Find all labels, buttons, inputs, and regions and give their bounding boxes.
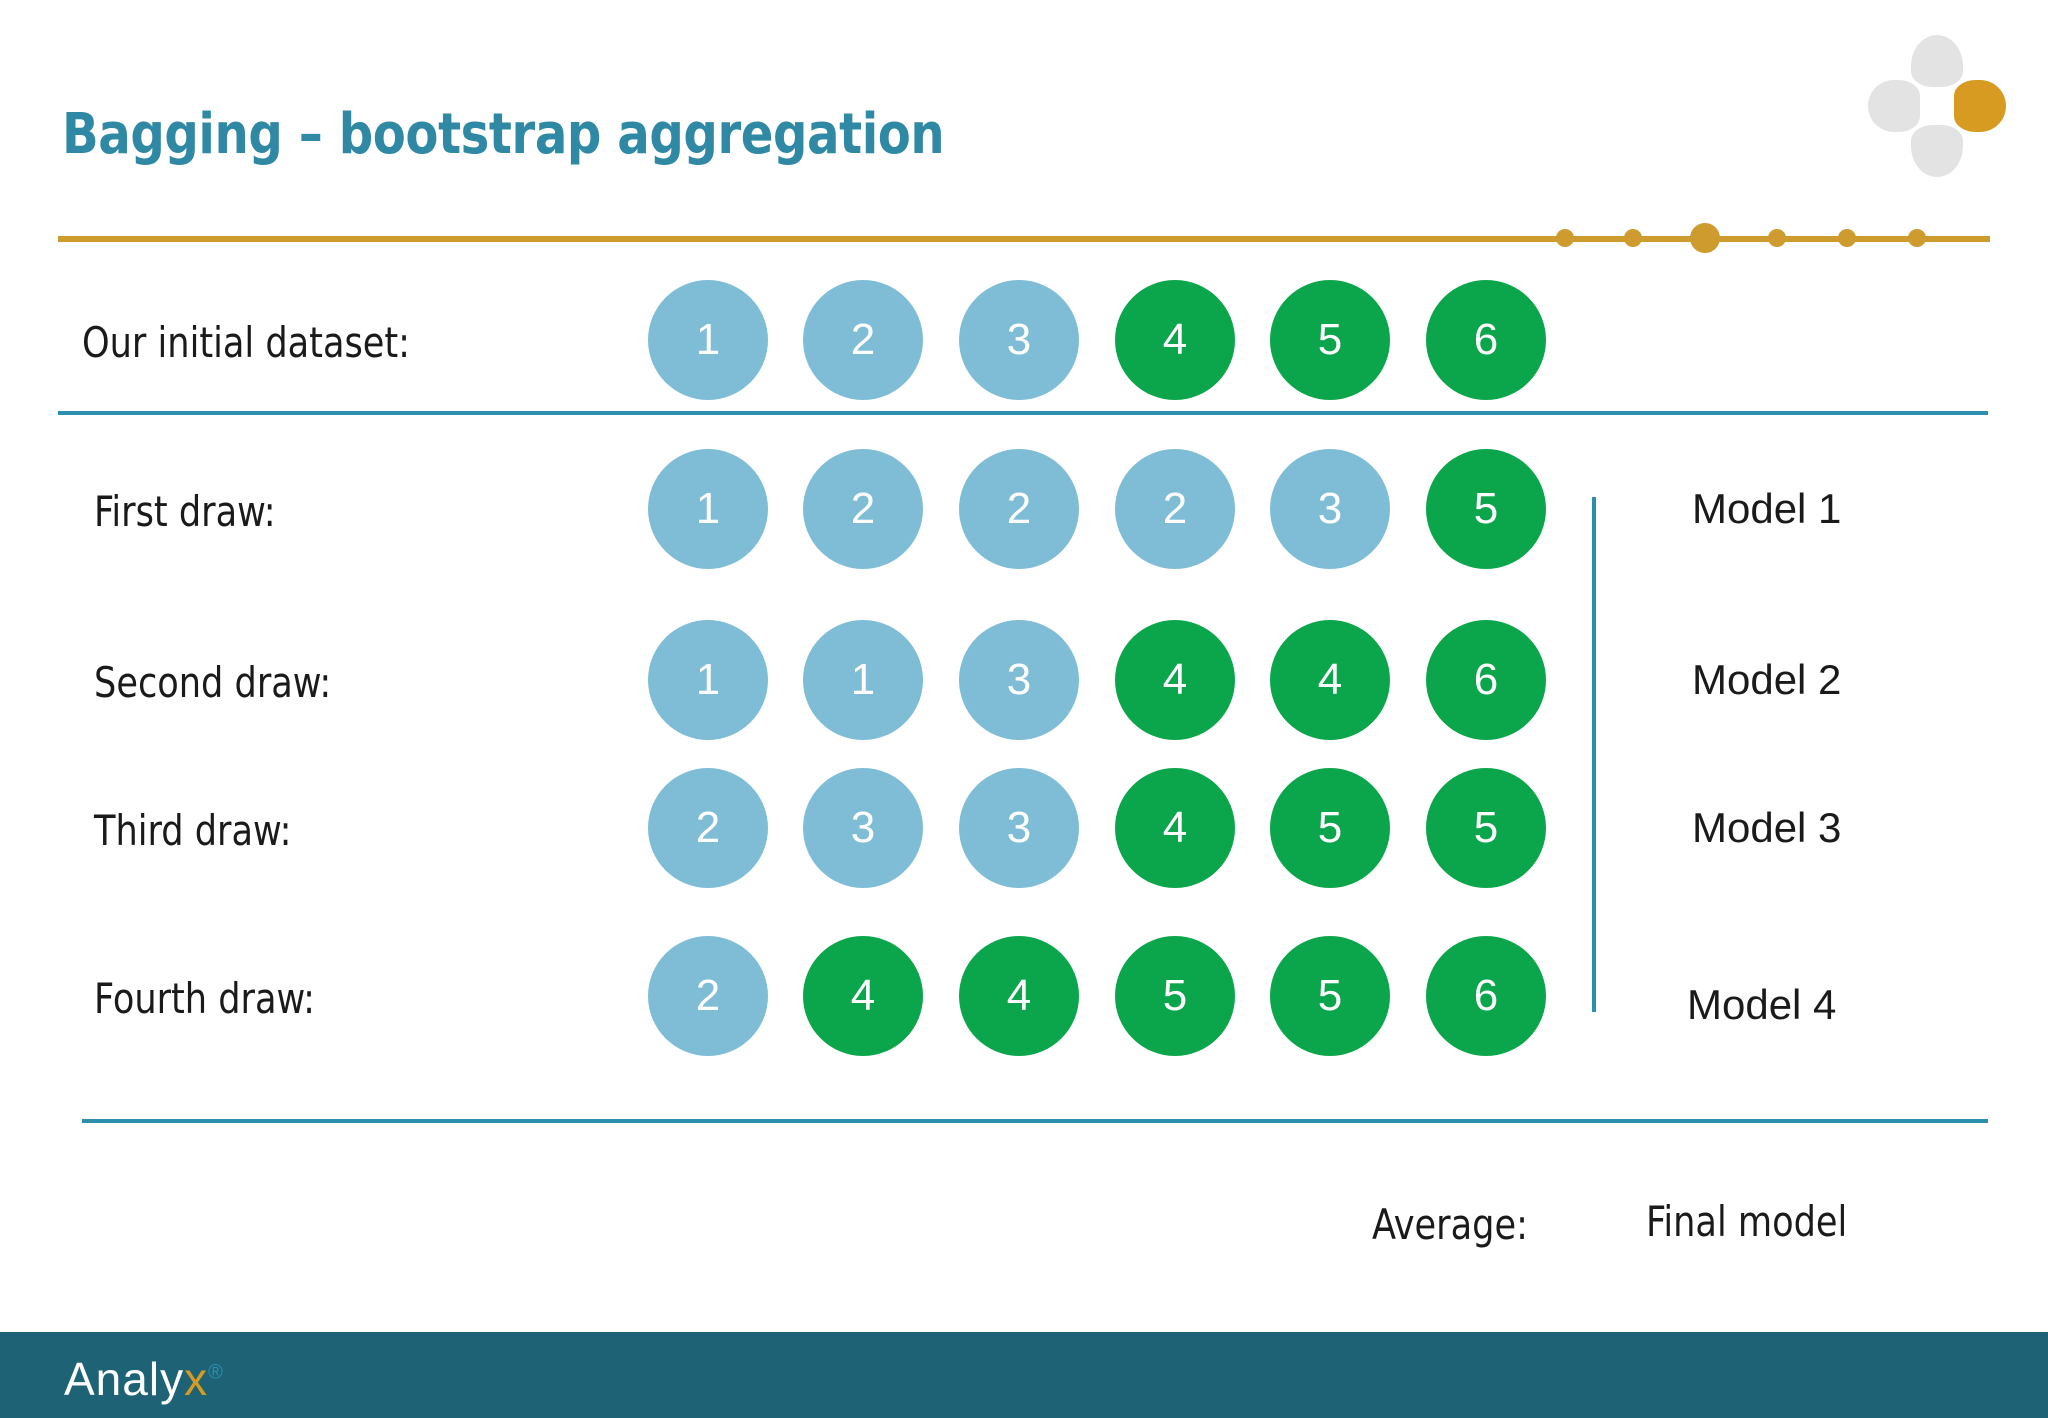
sample-ball: 4: [1115, 620, 1235, 740]
registered-icon: ®: [208, 1361, 223, 1384]
sample-ball: 6: [1426, 936, 1546, 1056]
model-label-2: Model 2: [1692, 656, 1842, 703]
divider-rule-bottom: [82, 1119, 1988, 1123]
average-label: Average:: [1372, 1200, 1528, 1249]
brand-logo-text: Analy: [64, 1353, 185, 1405]
sample-ball: 5: [1270, 280, 1390, 400]
gold-dot-1: [1556, 229, 1574, 247]
sample-ball: 2: [648, 768, 768, 888]
row-label-5: Fourth draw:: [94, 974, 315, 1023]
page-title: Bagging – bootstrap aggregation: [62, 102, 945, 167]
footer-bar: [0, 1332, 2048, 1418]
sample-ball: 4: [1115, 280, 1235, 400]
row-label-3: Second draw:: [94, 658, 332, 707]
petal-right-icon: [1954, 80, 2006, 132]
petal-logo: [1862, 30, 2012, 180]
petal-bottom-icon: [1911, 125, 1963, 177]
brand-logo-accent: x: [184, 1353, 209, 1405]
sample-ball: 5: [1270, 768, 1390, 888]
sample-ball: 3: [803, 768, 923, 888]
gold-dot-4: [1768, 229, 1786, 247]
gold-dot-5: [1838, 229, 1856, 247]
gold-dot-2: [1624, 229, 1642, 247]
sample-ball: 6: [1426, 620, 1546, 740]
petal-left-icon: [1868, 80, 1920, 132]
sample-ball: 3: [959, 768, 1079, 888]
gold-dot-6: [1908, 229, 1926, 247]
sample-ball: 2: [803, 280, 923, 400]
sample-ball: 2: [648, 936, 768, 1056]
sample-ball: 3: [959, 620, 1079, 740]
gold-dot-3: [1690, 223, 1720, 253]
petal-top-icon: [1911, 35, 1963, 87]
sample-ball: 1: [803, 620, 923, 740]
sample-ball: 5: [1115, 936, 1235, 1056]
sample-ball: 4: [1270, 620, 1390, 740]
row-label-4: Third draw:: [94, 806, 292, 855]
model-bracket-line: [1592, 497, 1596, 1012]
row-label-1: Our initial dataset:: [82, 318, 411, 367]
sample-ball: 4: [803, 936, 923, 1056]
sample-ball: 4: [1115, 768, 1235, 888]
model-label-4: Model 4: [1687, 981, 1837, 1028]
row-label-2: First draw:: [94, 487, 276, 536]
model-label-1: Model 1: [1692, 485, 1842, 532]
sample-ball: 1: [648, 280, 768, 400]
final-model-label: Final model: [1646, 1197, 1848, 1246]
gold-divider-rule: [58, 236, 1990, 242]
model-label-3: Model 3: [1692, 804, 1842, 851]
sample-ball: 2: [1115, 449, 1235, 569]
sample-ball: 3: [959, 280, 1079, 400]
sample-ball: 6: [1426, 280, 1546, 400]
sample-ball: 1: [648, 620, 768, 740]
sample-ball: 1: [648, 449, 768, 569]
sample-ball: 4: [959, 936, 1079, 1056]
sample-ball: 2: [959, 449, 1079, 569]
sample-ball: 3: [1270, 449, 1390, 569]
brand-logo: Analyx®: [64, 1352, 223, 1406]
sample-ball: 5: [1426, 449, 1546, 569]
sample-ball: 5: [1426, 768, 1546, 888]
divider-rule-top: [58, 411, 1988, 415]
sample-ball: 5: [1270, 936, 1390, 1056]
sample-ball: 2: [803, 449, 923, 569]
